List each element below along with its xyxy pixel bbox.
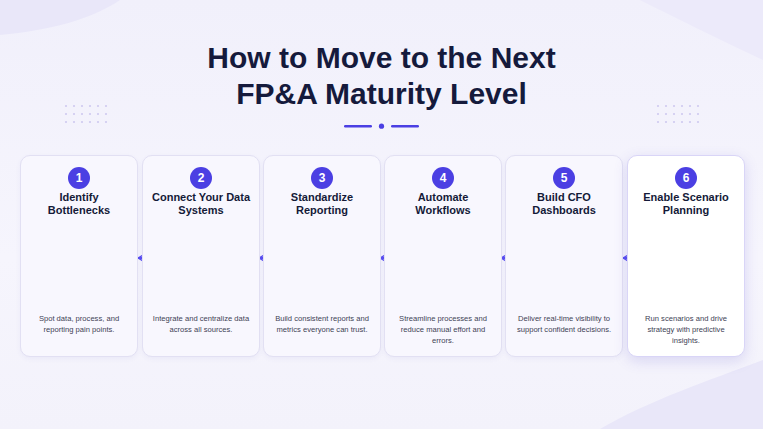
step-number: 4 bbox=[440, 172, 447, 184]
step-card: Enable Scenario PlanningRun scenarios an… bbox=[627, 155, 745, 357]
step-description: Spot data, process, and reporting pain p… bbox=[30, 313, 128, 335]
title: How to Move to the Next FP&A Maturity Le… bbox=[147, 40, 617, 112]
step-number-badge: 1 bbox=[68, 167, 90, 189]
dot-grid bbox=[655, 100, 703, 124]
step-number-badge: 4 bbox=[432, 167, 454, 189]
step-heading: Enable Scenario Planning bbox=[636, 191, 736, 217]
step-description: Deliver real-time visibility to support … bbox=[515, 313, 613, 335]
step-description: Integrate and centralize data across all… bbox=[152, 313, 250, 335]
step-heading: Automate Workflows bbox=[393, 191, 493, 217]
step-number: 3 bbox=[319, 172, 326, 184]
icon-disc bbox=[37, 224, 728, 308]
step-card: Connect Your Data SystemsIntegrate and c… bbox=[142, 155, 260, 357]
step-description: Run scenarios and drive strategy with pr… bbox=[637, 313, 735, 346]
step-number-badge: 2 bbox=[190, 167, 212, 189]
corner-wave bbox=[600, 360, 763, 429]
title-block: How to Move to the Next FP&A Maturity Le… bbox=[0, 40, 763, 112]
step-number-badge: 3 bbox=[311, 167, 333, 189]
step-number: 5 bbox=[561, 172, 568, 184]
title-divider bbox=[344, 124, 419, 129]
step-heading: Connect Your Data Systems bbox=[151, 191, 251, 217]
step-heading: Identify Bottlenecks bbox=[29, 191, 129, 217]
step-number-badge: 5 bbox=[553, 167, 575, 189]
step-number: 1 bbox=[76, 172, 83, 184]
step-card: Identify BottlenecksSpot data, process, … bbox=[20, 155, 138, 357]
step-number: 2 bbox=[198, 172, 205, 184]
step-number-badge: 6 bbox=[675, 167, 697, 189]
corner-wave bbox=[0, 0, 120, 35]
step-card: Automate WorkflowsStreamline processes a… bbox=[384, 155, 502, 357]
step-number: 6 bbox=[683, 172, 690, 184]
step-heading: Standardize Reporting bbox=[272, 191, 372, 217]
step-card: Build CFO DashboardsDeliver real-time vi… bbox=[505, 155, 623, 357]
step-heading: Build CFO Dashboards bbox=[514, 191, 614, 217]
step-card: Standardize ReportingBuild consistent re… bbox=[263, 155, 381, 357]
step-description: Streamline processes and reduce manual e… bbox=[394, 313, 492, 346]
step-description: Build consistent reports and metrics eve… bbox=[273, 313, 371, 335]
corner-wave bbox=[640, 0, 763, 60]
dot-grid bbox=[60, 100, 108, 124]
